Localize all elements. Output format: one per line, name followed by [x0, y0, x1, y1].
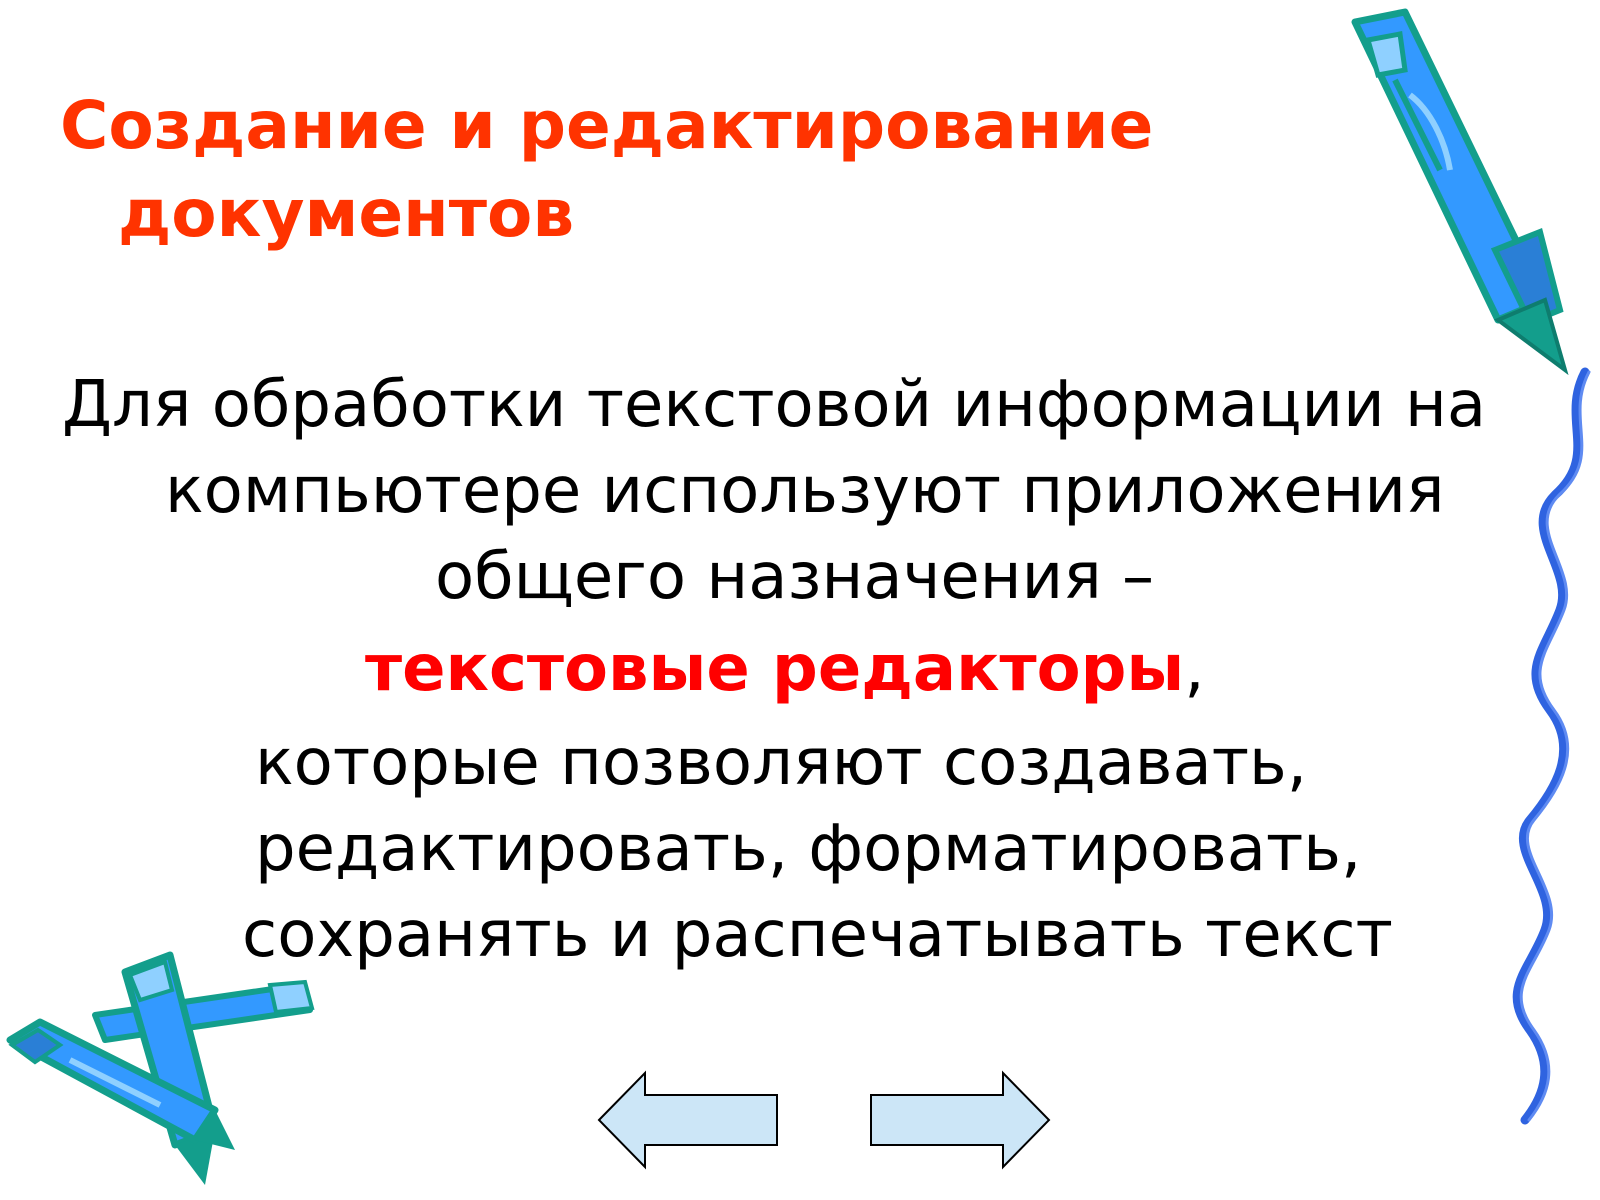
- marker-pen-icon: [92, 979, 315, 1043]
- slide-title: Создание и редактирование документов: [60, 82, 1260, 258]
- marker-pen-icon: [121, 951, 219, 1185]
- previous-slide-button[interactable]: [597, 1070, 782, 1170]
- body-line-1: Для обработки текстовой информации на: [62, 368, 1487, 442]
- right-arrow-icon: [870, 1070, 1051, 1170]
- body-line-5: которые позволяют создавать,: [255, 726, 1308, 800]
- body-line-4: текстовые редакторы,: [365, 626, 1600, 712]
- title-line-1: Создание и редактирование: [60, 87, 1154, 164]
- body-line-6: редактировать, форматировать,: [255, 812, 1362, 886]
- body-line-2: компьютере используют приложения: [165, 454, 1445, 528]
- slide-body: Для обработки текстовой информации на ко…: [0, 362, 1600, 972]
- title-line-2: документов: [118, 175, 575, 252]
- body-line-7: сохранять и распечатывать текст: [242, 898, 1393, 972]
- marker-pen-icon: [1351, 8, 1569, 376]
- body-line-3: общего назначения –: [435, 540, 1155, 614]
- left-arrow-icon: [597, 1070, 778, 1170]
- next-slide-button[interactable]: [868, 1070, 1053, 1170]
- marker-pen-icon: [6, 1018, 235, 1150]
- highlight-suffix: ,: [1184, 632, 1205, 706]
- highlight-text: текстовые редакторы: [365, 632, 1185, 706]
